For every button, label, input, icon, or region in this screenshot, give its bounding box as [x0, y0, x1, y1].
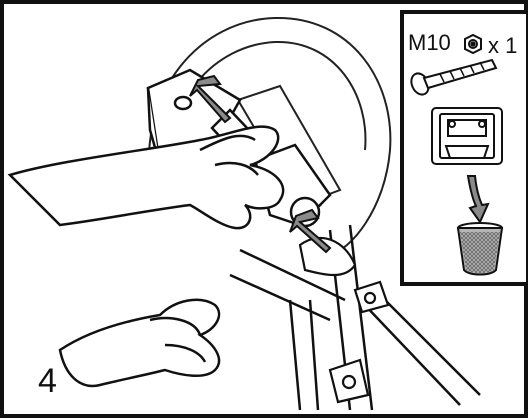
lower-hand	[58, 298, 221, 388]
bracket-icon	[431, 107, 503, 165]
bolt-size-label: M10	[408, 30, 451, 55]
step-number: 4	[38, 362, 57, 400]
lower-brackets	[298, 236, 390, 404]
hex-nut-icon	[464, 33, 482, 55]
quantity-label: x 1	[488, 33, 518, 58]
down-arrow	[466, 175, 490, 225]
bin-cup-icon	[456, 222, 504, 276]
upper-hand	[7, 125, 285, 230]
motion-arrows	[189, 74, 332, 254]
bolt-icon	[410, 58, 498, 96]
